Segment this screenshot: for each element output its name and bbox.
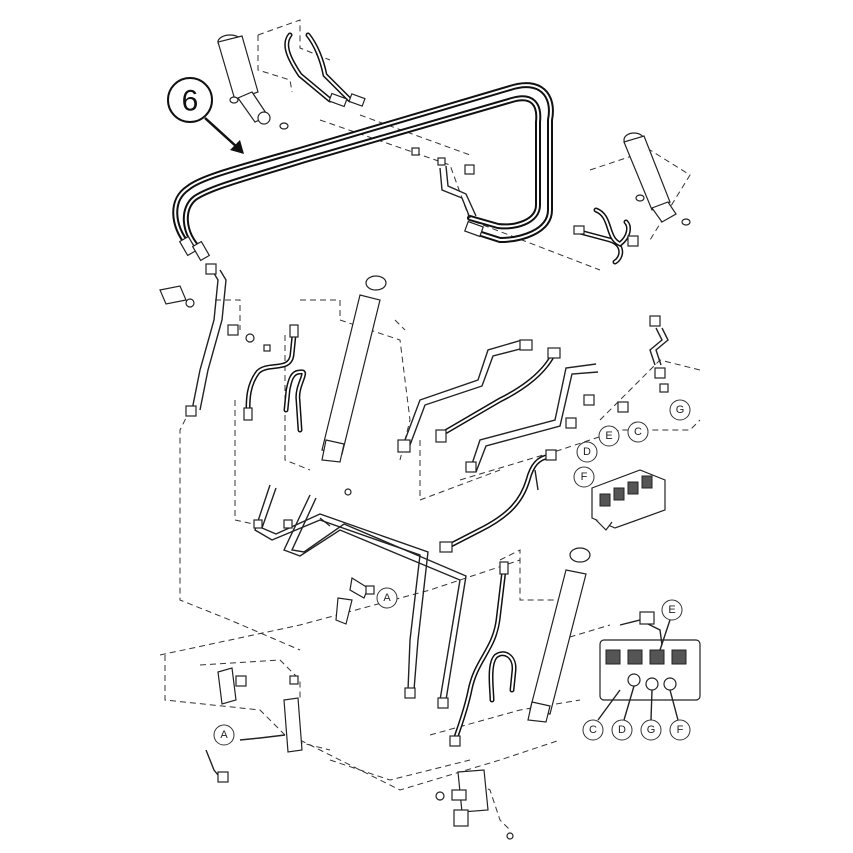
lower-cylinder-hoses	[449, 561, 517, 747]
label-g-valve: G	[640, 689, 662, 741]
svg-text:C: C	[589, 724, 597, 736]
svg-text:F: F	[677, 724, 684, 736]
long-hose-lower-middle	[439, 449, 557, 553]
svg-text:G: G	[647, 724, 656, 736]
lower-steel-lines	[253, 484, 467, 709]
label-d-upper: D	[576, 441, 598, 463]
upper-middle-fittings	[411, 147, 484, 238]
label-f-upper: F	[573, 466, 595, 488]
label-c-valve: C	[582, 689, 621, 741]
svg-text:D: D	[583, 446, 591, 458]
svg-text:F: F	[581, 471, 588, 483]
callout-number: 6	[182, 85, 199, 118]
left-middle-fittings	[227, 324, 271, 352]
callout-6: 6	[167, 77, 244, 154]
svg-text:A: A	[383, 592, 391, 604]
svg-text:D: D	[618, 724, 626, 736]
label-e-valve: E	[659, 599, 683, 651]
right-steel-tubes	[397, 339, 599, 473]
fitting-near-a	[335, 577, 375, 625]
label-a-lower: A	[213, 724, 235, 746]
lower-left-bracket	[205, 667, 303, 783]
right-hose-pair	[573, 207, 639, 265]
left-steel-tubes	[159, 263, 227, 417]
label-g-upper: G	[669, 399, 691, 421]
control-valve-upper	[591, 469, 666, 531]
middle-cylinder	[321, 275, 387, 463]
svg-text:E: E	[605, 430, 612, 442]
hose-6-main-loop	[172, 82, 554, 262]
bottom-bracket	[435, 769, 514, 840]
label-c-upper: C	[627, 421, 649, 443]
svg-text:C: C	[634, 426, 642, 438]
right-fitting-stack	[565, 315, 669, 429]
label-f-valve: F	[669, 689, 691, 741]
upper-left-cylinder	[217, 34, 289, 130]
control-valve-lower	[599, 611, 701, 701]
label-d-valve: D	[611, 685, 635, 741]
lower-cylinder	[527, 547, 591, 723]
svg-text:G: G	[676, 404, 685, 416]
svg-text:A: A	[220, 729, 228, 741]
middle-left-hoses	[243, 324, 307, 433]
label-a-mid: A	[376, 587, 398, 609]
label-e-upper: E	[598, 425, 620, 447]
right-middle-hoses	[435, 347, 561, 443]
upper-hose-pair	[284, 32, 366, 108]
dashed-routing-lines	[159, 19, 701, 831]
svg-text:E: E	[668, 604, 675, 616]
upper-right-cylinder	[623, 132, 691, 226]
